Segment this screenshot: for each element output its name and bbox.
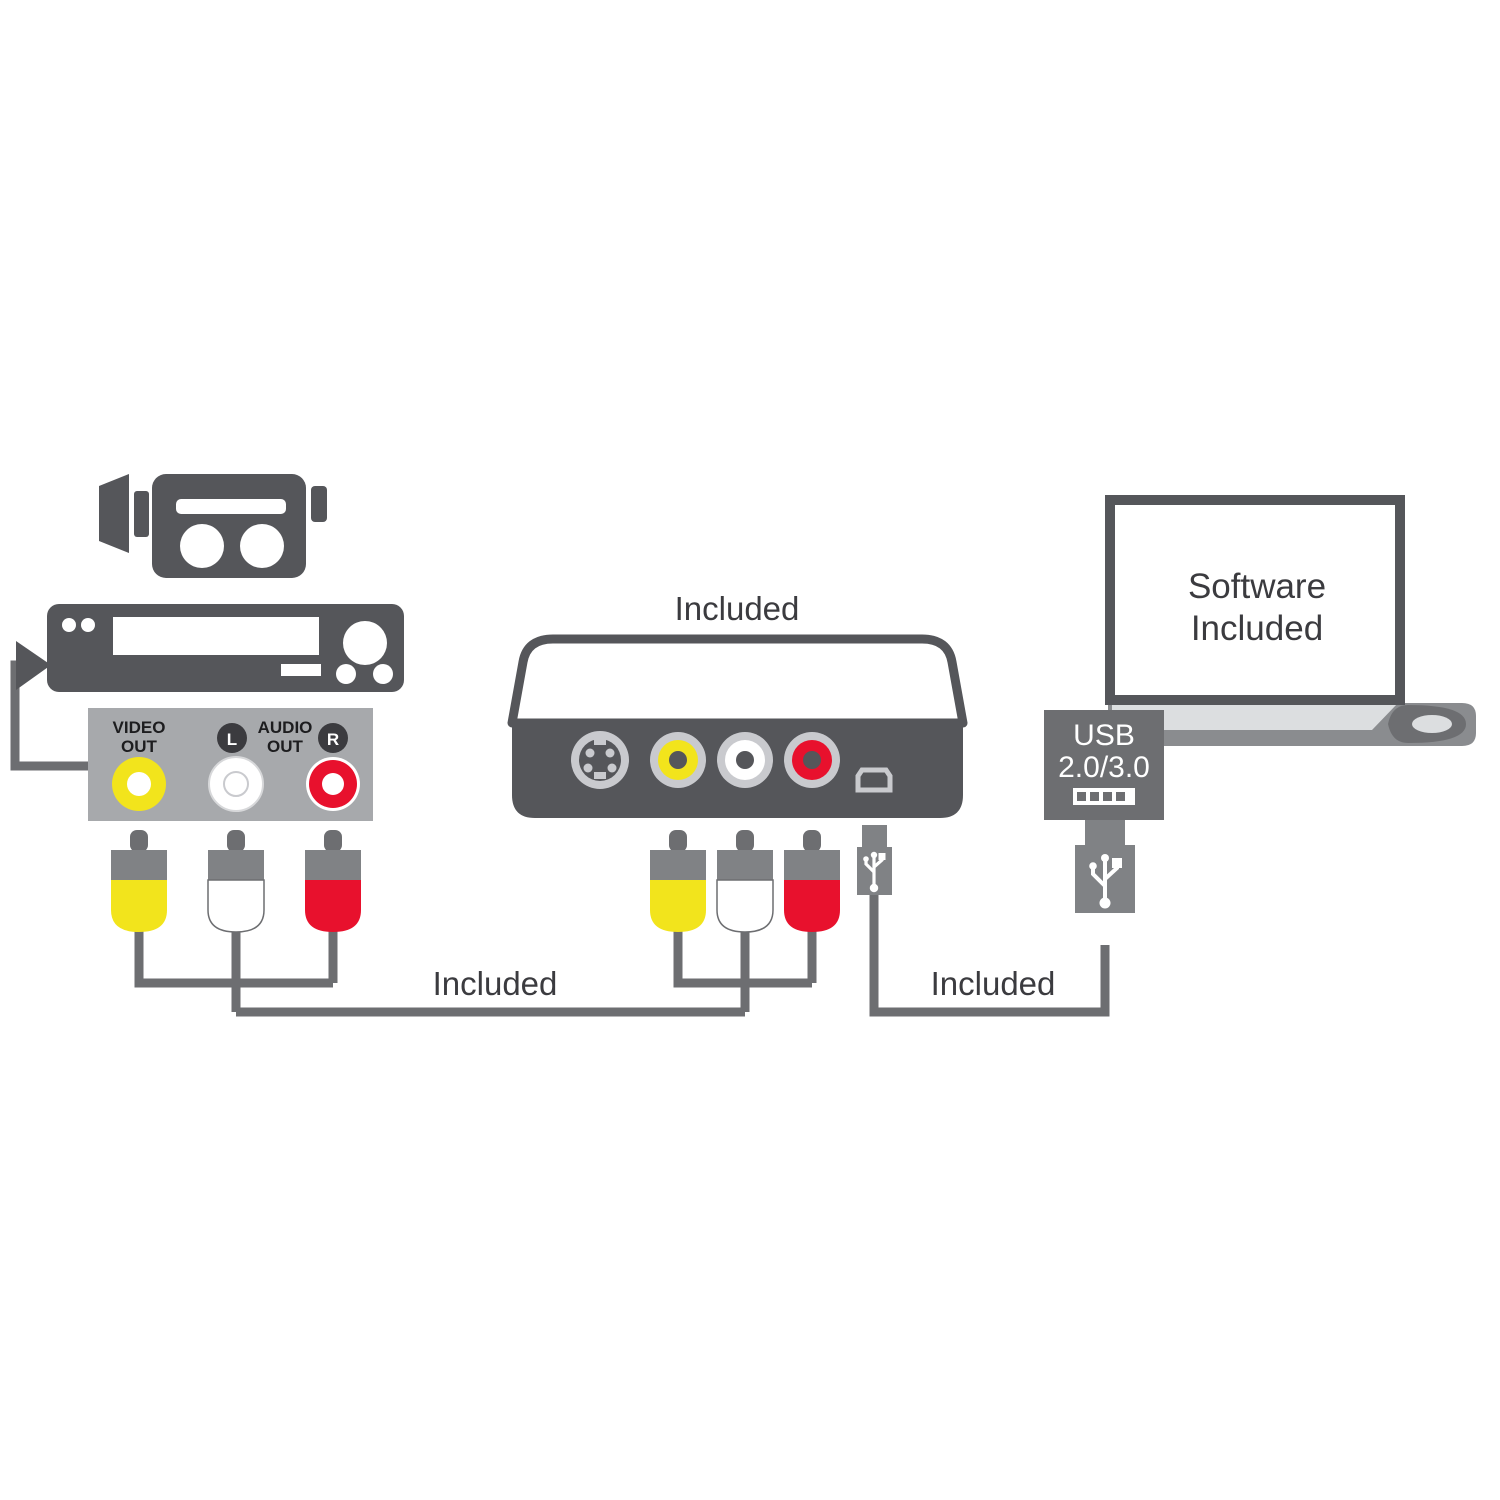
rca-cable-left [111,830,745,1017]
usb-port-icon [1073,788,1135,805]
laptop: Software Included [1105,495,1476,746]
audio-right-badge-label: R [327,730,339,749]
usb-trident-icon-a [1089,854,1122,909]
laptop-screen-line2: Included [1191,609,1323,648]
rca-cable-caption: Included [433,965,558,1002]
video-out-label-line2: OUT [121,737,158,756]
rca-plug-white[interactable] [207,830,265,933]
audio-left-badge-circle [217,723,247,753]
usb-a-plug[interactable] [1075,820,1135,913]
video-out-jack[interactable] [112,757,166,811]
rca-cable-center [650,830,840,1012]
s-video-port[interactable] [571,731,629,789]
audio-right-in-jack[interactable] [784,732,840,788]
audio-left-badge-label: L [227,730,237,749]
audio-out-label-line1: AUDIO [258,718,313,737]
rca-plug-yellow[interactable] [111,830,167,932]
rca-plug-red[interactable] [305,830,361,932]
usb-cable [857,820,1135,1017]
video-out-label-line1: VIDEO [113,718,166,737]
rca-plug-yellow-center[interactable] [650,830,706,932]
vcr-deck-icon [47,604,404,692]
laptop-screen-line1: Software [1188,567,1326,606]
play-arrow-icon [16,641,51,690]
usb-label-line2: 2.0/3.0 [1058,751,1150,784]
usb-video-capture-box [507,634,968,818]
audio-out-label-line2: OUT [267,737,304,756]
usb-cable-caption: Included [931,965,1056,1002]
usb-mini-plug[interactable] [857,825,892,895]
rca-plug-white-center[interactable] [716,830,774,933]
audio-left-in-jack[interactable] [717,732,773,788]
composite-video-in-jack[interactable] [650,732,706,788]
av-output-panel: VIDEO OUT L AUDIO OUT R [88,708,373,821]
vhs-cassette-icon [99,474,327,578]
audio-left-jack[interactable] [208,756,264,812]
rca-plug-red-center[interactable] [784,830,840,932]
usb-label-line1: USB [1073,719,1135,752]
usb-port-label: USB 2.0/3.0 [1044,710,1164,820]
usb-mini-port[interactable] [855,767,893,793]
audio-right-badge-circle [318,723,348,753]
usb-trident-icon [863,851,886,893]
audio-right-jack[interactable] [306,757,360,811]
capture-device-caption: Included [675,590,800,627]
